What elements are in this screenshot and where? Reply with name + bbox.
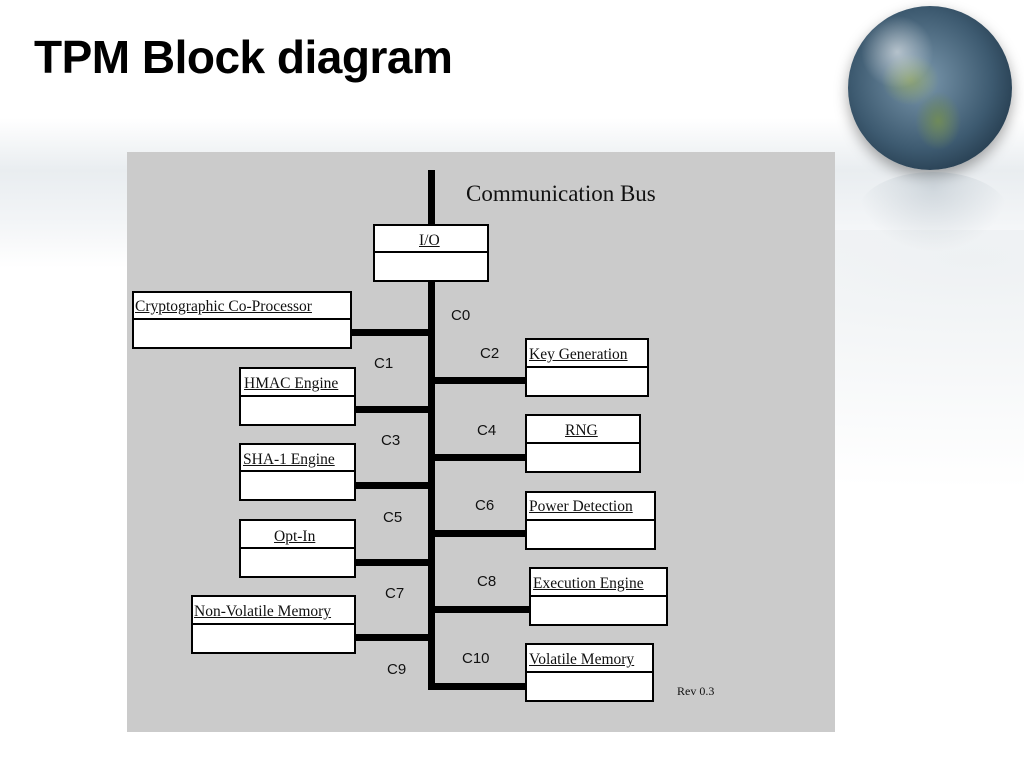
connector-c5 (354, 559, 430, 566)
io-label: I/O (419, 232, 440, 249)
connection-label-c8: C8 (477, 573, 497, 590)
sha1-engine-block (239, 443, 356, 501)
connection-label-c10: C10 (462, 650, 490, 667)
volatile-memory-label: Volatile Memory (529, 651, 635, 668)
rng-label: RNG (565, 422, 598, 439)
communication-bus-line (428, 170, 435, 690)
connector-c2 (432, 377, 527, 384)
volatile-memory-block (525, 643, 654, 702)
connection-label-c5: C5 (383, 509, 403, 526)
globe-reflection (858, 172, 1008, 252)
power-detection-block (525, 491, 656, 550)
connector-c0 (350, 329, 430, 336)
non-volatile-memory-block (191, 595, 356, 654)
execution-engine-label: Execution Engine (533, 575, 644, 592)
globe-image (848, 6, 1012, 170)
connection-label-c1: C1 (374, 355, 394, 372)
connection-label-c3: C3 (381, 432, 401, 449)
connection-label-c0: C0 (451, 307, 471, 324)
hmac-engine-label: HMAC Engine (244, 375, 339, 392)
sha1-engine-label: SHA-1 Engine (243, 451, 335, 468)
rng-block (525, 414, 641, 473)
connection-label-c7: C7 (385, 585, 405, 602)
connection-label-c9: C9 (387, 661, 407, 678)
connection-label-c2: C2 (480, 345, 500, 362)
connector-c8 (432, 606, 531, 613)
crypto-coprocessor-block (132, 291, 352, 349)
connector-c10 (432, 683, 527, 690)
non-volatile-memory-label: Non-Volatile Memory (194, 603, 332, 620)
connector-c3 (354, 482, 430, 489)
execution-engine-block (529, 567, 668, 626)
opt-in-label: Opt-In (274, 528, 316, 545)
connector-c4 (432, 454, 527, 461)
connection-label-c4: C4 (477, 422, 497, 439)
crypto-coprocessor-label: Cryptographic Co-Processor (135, 298, 312, 315)
key-generation-label: Key Generation (529, 346, 628, 363)
revision-label: Rev 0.3 (677, 684, 715, 698)
hmac-engine-block (239, 367, 356, 426)
slide-title: TPM Block diagram (34, 31, 453, 83)
io-block (373, 224, 489, 282)
connector-c1 (354, 406, 430, 413)
opt-in-block (239, 519, 356, 578)
key-generation-block (525, 338, 649, 397)
connection-label-c6: C6 (475, 497, 495, 514)
connector-c7 (354, 634, 430, 641)
communication-bus-label: Communication Bus (466, 181, 656, 206)
power-detection-label: Power Detection (529, 498, 633, 515)
connector-c6 (432, 530, 527, 537)
